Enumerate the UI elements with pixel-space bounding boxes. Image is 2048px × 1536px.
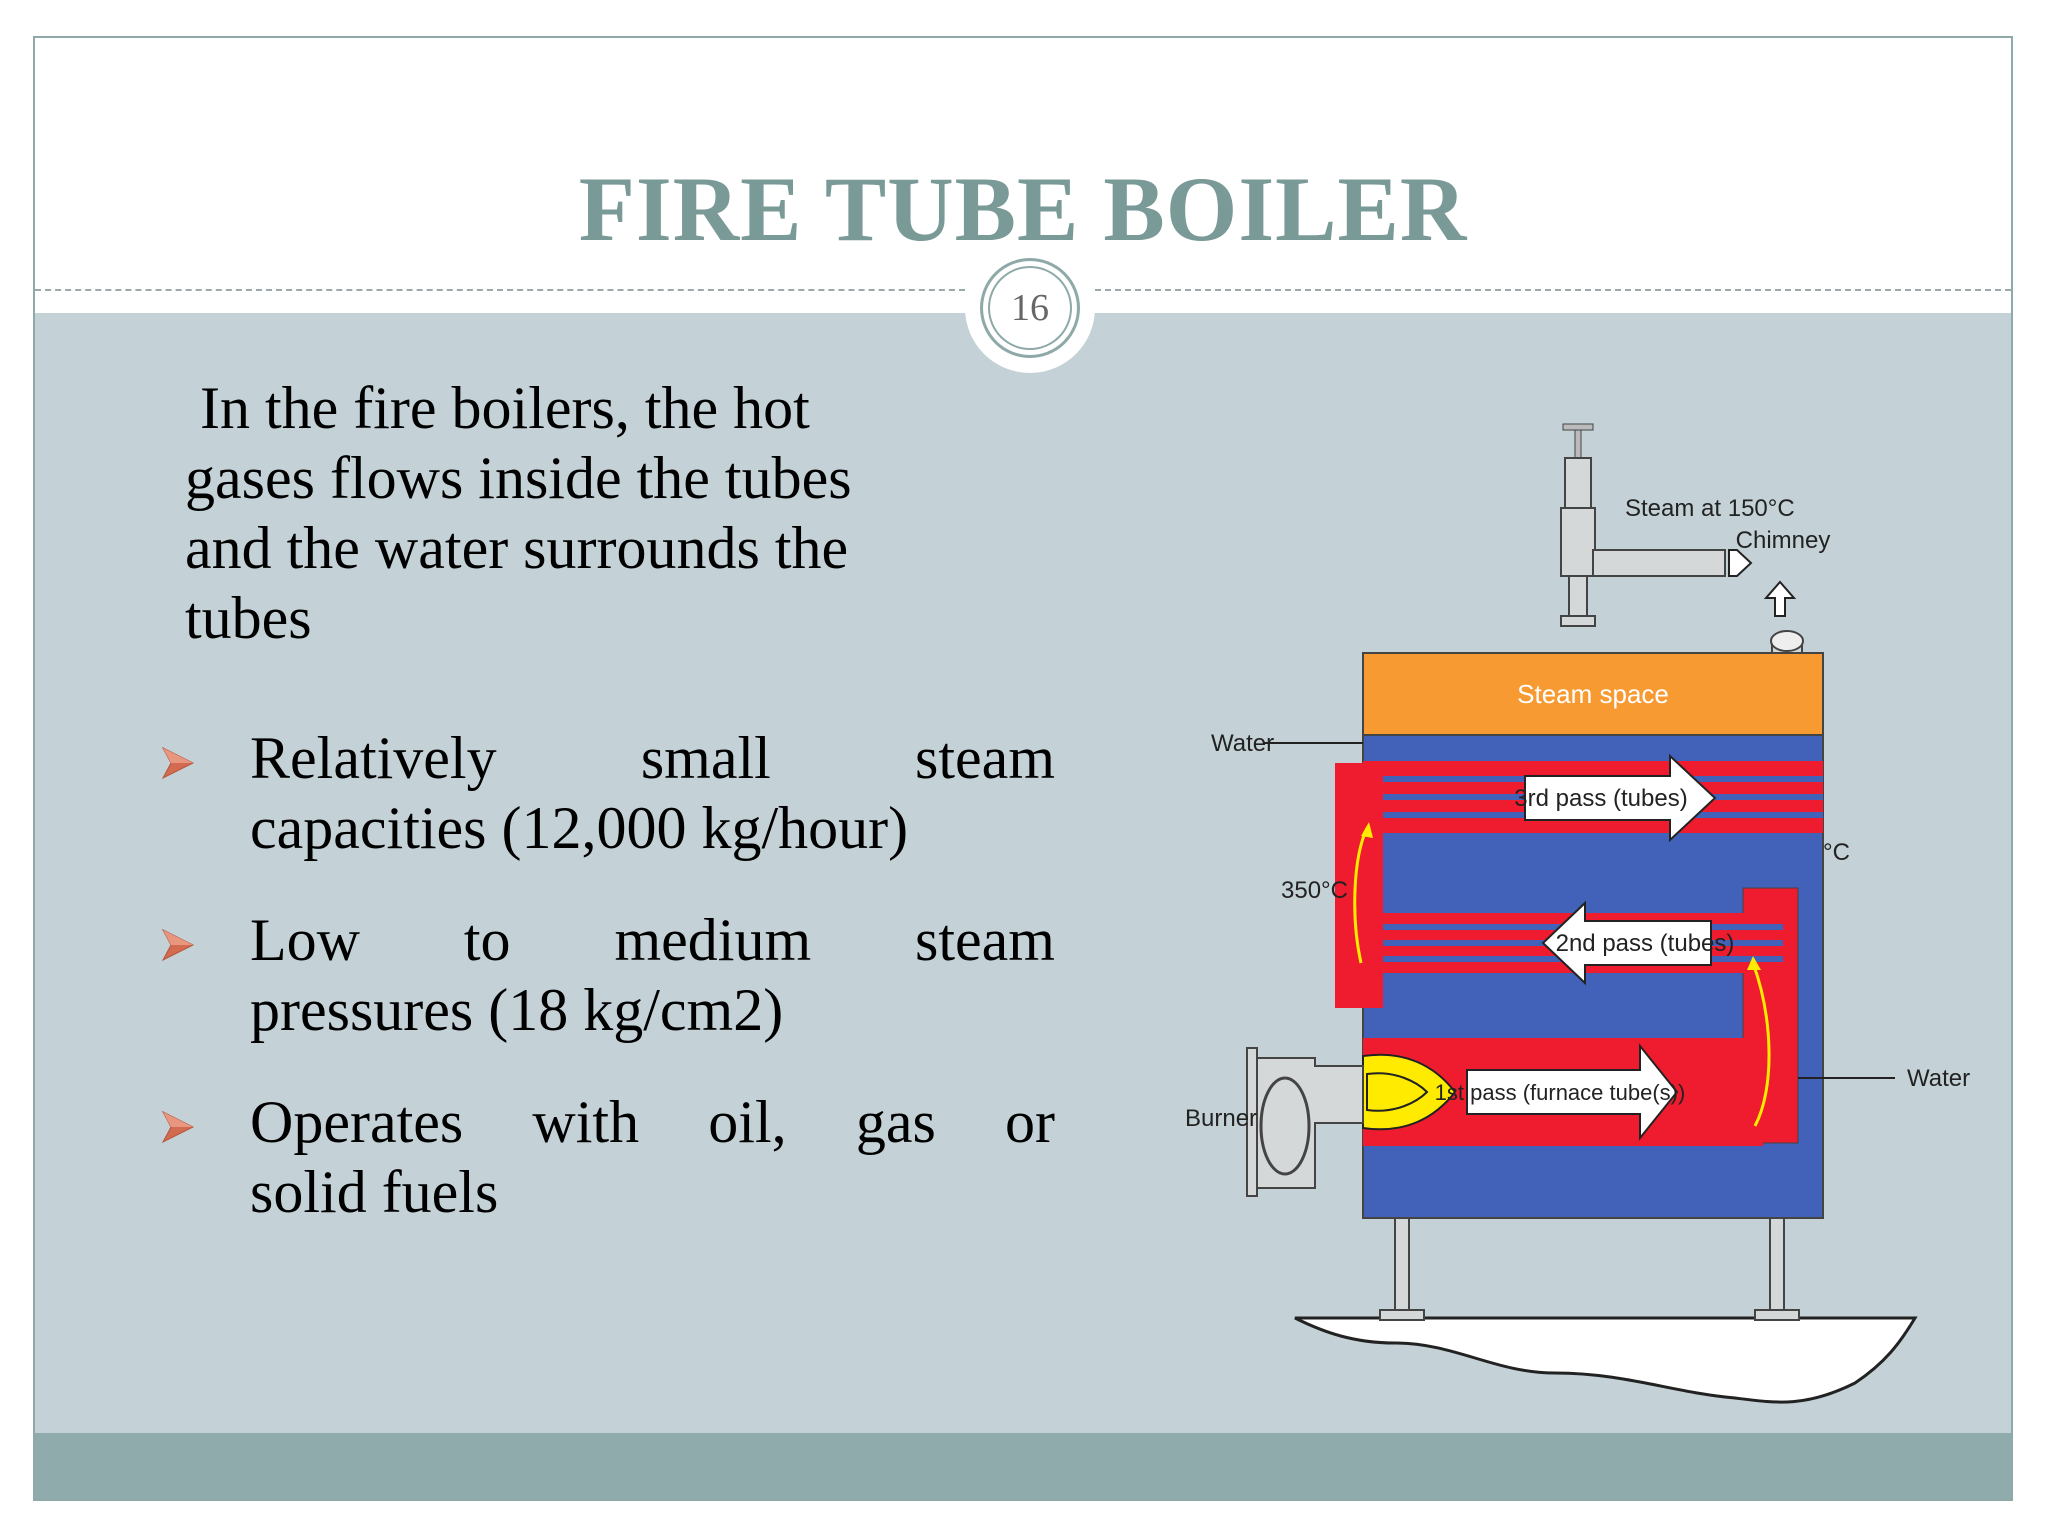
bullet-word: or	[1004, 1089, 1055, 1155]
third-pass-arrow	[1524, 753, 1717, 843]
bullet-word: with	[532, 1089, 640, 1155]
arrowhead-bullet-icon	[161, 746, 195, 780]
steam-outlet-arrow-icon	[1728, 549, 1753, 577]
bullet-text: solid fuels	[250, 1159, 499, 1225]
flame-core	[1366, 1072, 1429, 1112]
bullet-word: gas	[855, 1089, 936, 1155]
bullet-line: solid fuels	[250, 1157, 1055, 1227]
bullet-line: Relatively small steam	[250, 723, 1055, 793]
valve-flange	[1560, 615, 1596, 627]
bullet-item: Relatively small steam capacities (12,00…	[125, 723, 1055, 863]
boiler-foot-left	[1379, 1309, 1425, 1321]
slide: FIRE TUBE BOILER 16 In the fire boilers,…	[33, 36, 2013, 1501]
water-right-label: Water	[1907, 1065, 1970, 1092]
boiler-foot-right	[1754, 1309, 1800, 1321]
bullet-list: Relatively small steam capacities (12,00…	[125, 723, 1055, 1269]
bullet-word: Low	[250, 907, 360, 973]
steam-outlet-label: Steam at 150°C	[1625, 495, 1795, 522]
bullet-item: Low to medium steam pressures (18 kg/cm2…	[125, 905, 1055, 1045]
steam-outlet-pipe	[1592, 549, 1726, 577]
valve-body	[1560, 507, 1596, 577]
bullet-line: Operates with oil, gas or	[250, 1087, 1055, 1157]
bullet-item: Operates with oil, gas or solid fuels	[125, 1087, 1055, 1227]
flow-arc-left	[1353, 827, 1369, 964]
divider-left	[35, 289, 965, 291]
footer-band	[35, 1433, 2011, 1499]
fire-tube-boiler-diagram: Chimney 200°C Steam at 150°C Steam space…	[1185, 423, 1970, 1404]
valve-bonnet	[1564, 457, 1592, 509]
burner-label: Burner	[1185, 1105, 1257, 1132]
bullet-word: Operates	[250, 1089, 464, 1155]
chimney-up-arrow-icon	[1763, 580, 1797, 617]
burner-fan	[1259, 1076, 1311, 1176]
valve-handwheel	[1562, 423, 1594, 431]
flow-arc-left-head	[1361, 822, 1373, 838]
third-pass-label: 3rd pass (tubes)	[1514, 785, 1687, 812]
valve-stem	[1574, 427, 1582, 459]
page-number: 16	[1011, 287, 1049, 329]
boiler-leg-left	[1394, 1217, 1410, 1314]
bullet-line: Low to medium steam	[250, 905, 1055, 975]
bullet-line: pressures (18 kg/cm2)	[250, 975, 1055, 1045]
intro-line: In the fire boilers, the hot	[185, 375, 810, 441]
bullet-word: steam	[915, 725, 1055, 791]
bullet-text: capacities (12,000 kg/hour)	[250, 795, 909, 861]
second-pass-arrow	[1541, 900, 1712, 986]
intro-line: tubes	[185, 585, 312, 651]
chimney-opening	[1770, 630, 1804, 652]
first-pass-arrow	[1466, 1043, 1679, 1141]
steam-space-label: Steam space	[1517, 679, 1669, 709]
bullet-word: Relatively	[250, 725, 497, 791]
ground-base	[1294, 1316, 1918, 1404]
valve-neck	[1568, 575, 1588, 617]
chimney-label: Chimney	[1736, 527, 1831, 554]
arrowhead-bullet-icon	[161, 1110, 195, 1144]
flow-arc-right	[1751, 962, 1771, 1127]
intro-line: and the water surrounds the	[185, 515, 849, 581]
temp-350-label: 350°C	[1281, 877, 1348, 904]
second-pass-label: 2nd pass (tubes)	[1556, 930, 1735, 957]
bullet-text: pressures (18 kg/cm2)	[250, 977, 784, 1043]
bullet-word: steam	[915, 907, 1055, 973]
first-pass-label: 1st pass (furnace tube(s))	[1435, 1080, 1686, 1105]
divider-right	[1095, 289, 2011, 291]
intro-paragraph: In the fire boilers, the hot gases flows…	[185, 373, 1045, 653]
bullet-word: to	[463, 907, 511, 973]
intro-line: gases flows inside the tubes	[185, 445, 852, 511]
boiler-leg-right	[1769, 1217, 1785, 1314]
water-left-label: Water	[1211, 730, 1274, 757]
reversal-chamber-left	[1335, 763, 1365, 1008]
page-number-badge: 16	[980, 258, 1080, 358]
bullet-line: capacities (12,000 kg/hour)	[250, 793, 1055, 863]
bullet-word: oil,	[708, 1089, 787, 1155]
flow-arc-right-head	[1747, 956, 1761, 970]
bullet-word: medium	[614, 907, 812, 973]
steam-space	[1362, 652, 1824, 736]
arrowhead-bullet-icon	[161, 928, 195, 962]
bullet-word: small	[640, 725, 771, 791]
